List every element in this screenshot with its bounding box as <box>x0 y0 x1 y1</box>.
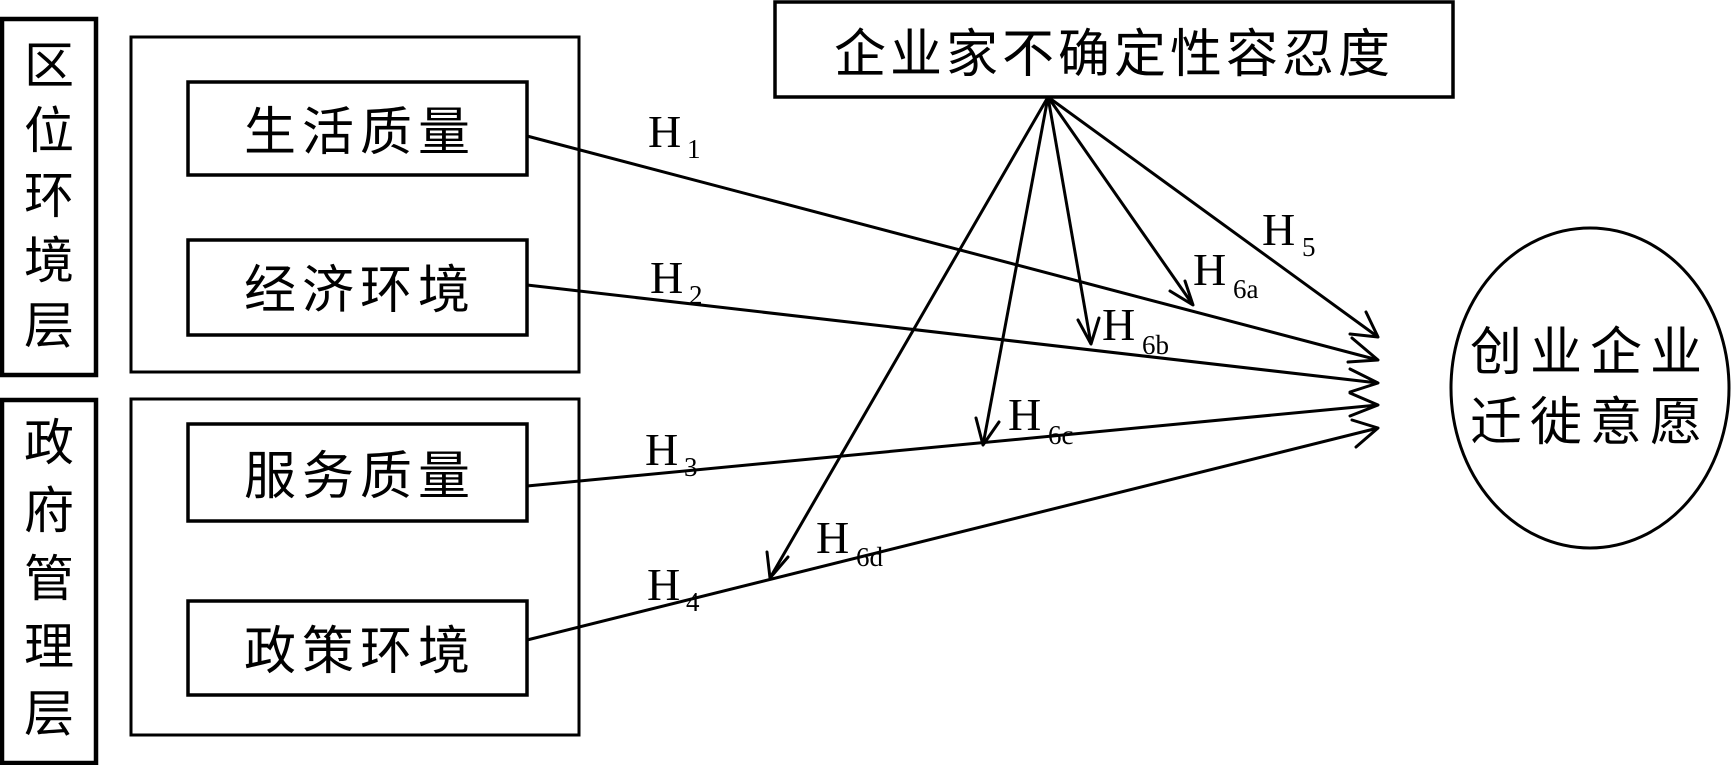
svg-text:1: 1 <box>687 134 701 164</box>
edge-h6d <box>765 96 1050 580</box>
svg-text:H: H <box>1102 299 1135 350</box>
svg-text:4: 4 <box>686 587 700 617</box>
government-layer-char-1: 政 <box>24 414 74 472</box>
migration-intention-node: 创业企业 迁徙意愿 <box>1449 226 1731 550</box>
svg-text:H: H <box>650 252 683 303</box>
government-layer-char-3: 管 <box>24 550 74 608</box>
location-layer-char-5: 层 <box>24 297 74 355</box>
service-quality-node: 服务质量 <box>186 422 529 523</box>
label-h2: H 2 <box>650 252 703 310</box>
location-group-frame <box>129 35 581 374</box>
government-layer-char-4: 理 <box>24 618 74 676</box>
label-h6b: H 6b <box>1102 299 1169 360</box>
life-quality-label: 生活质量 <box>244 103 476 163</box>
location-layer-char-3: 环 <box>24 167 74 225</box>
location-layer-char-4: 境 <box>24 232 74 290</box>
uncertainty-tolerance-label: 企业家不确定性容忍度 <box>834 25 1394 85</box>
government-group-frame <box>129 397 581 737</box>
edge-h6b <box>1046 96 1101 346</box>
label-h4: H 4 <box>647 559 700 617</box>
edge-h1 <box>526 134 1380 364</box>
label-h6c: H 6c <box>1008 389 1074 450</box>
svg-text:2: 2 <box>689 280 703 310</box>
svg-text:H: H <box>645 424 678 475</box>
edge-h5 <box>1047 95 1380 339</box>
life-quality-node: 生活质量 <box>186 80 529 177</box>
edge-h6a <box>1046 96 1195 307</box>
edge-h2 <box>526 283 1380 394</box>
svg-text:6b: 6b <box>1142 330 1169 360</box>
svg-text:H: H <box>1008 389 1041 440</box>
edge-h6c <box>974 96 1050 447</box>
policy-environment-label: 政策环境 <box>244 622 476 682</box>
economic-environment-node: 经济环境 <box>186 238 529 337</box>
svg-text:5: 5 <box>1302 232 1316 262</box>
svg-text:3: 3 <box>684 452 698 482</box>
svg-text:H: H <box>816 512 849 563</box>
location-layer-panel: 区 位 环 境 层 <box>0 16 99 378</box>
svg-text:H: H <box>647 559 680 610</box>
uncertainty-tolerance-node: 企业家不确定性容忍度 <box>773 0 1455 99</box>
label-h5: H 5 <box>1262 204 1316 262</box>
label-h6a: H 6a <box>1193 244 1259 304</box>
svg-text:6d: 6d <box>856 542 884 572</box>
svg-text:H: H <box>648 106 681 157</box>
economic-environment-label: 经济环境 <box>244 261 476 321</box>
label-h3: H 3 <box>645 424 698 482</box>
svg-text:H: H <box>1193 244 1226 295</box>
edge-h3 <box>526 391 1380 488</box>
svg-text:6a: 6a <box>1233 274 1259 304</box>
migration-intention-line-2: 迁徙意愿 <box>1470 393 1710 453</box>
edge-h4 <box>526 418 1380 642</box>
label-h6d: H 6d <box>816 512 884 572</box>
policy-environment-node: 政策环境 <box>186 599 529 697</box>
location-layer-char-2: 位 <box>24 102 74 160</box>
location-layer-char-1: 区 <box>24 37 74 95</box>
svg-text:H: H <box>1262 204 1295 255</box>
government-layer-panel: 政 府 管 理 层 <box>0 397 99 765</box>
service-quality-label: 服务质量 <box>244 447 476 507</box>
label-h1: H 1 <box>648 106 701 164</box>
svg-text:6c: 6c <box>1048 420 1074 450</box>
government-layer-char-5: 层 <box>24 685 74 743</box>
migration-intention-line-1: 创业企业 <box>1470 323 1710 383</box>
government-layer-char-2: 府 <box>24 482 74 540</box>
